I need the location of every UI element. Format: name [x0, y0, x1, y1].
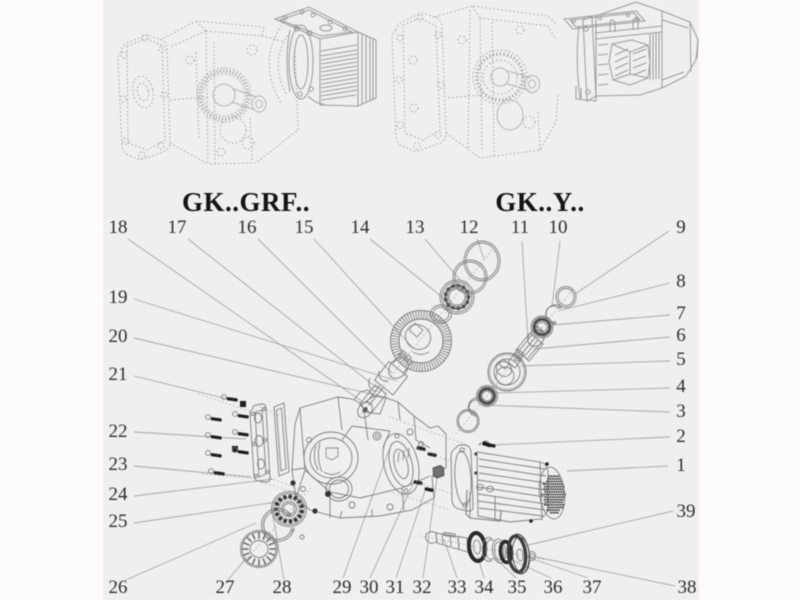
svg-text:31: 31	[386, 577, 405, 598]
svg-text:34: 34	[475, 577, 495, 598]
svg-text:3: 3	[676, 401, 686, 422]
svg-text:32: 32	[413, 577, 432, 598]
svg-text:16: 16	[238, 217, 257, 238]
svg-text:GK..Y..: GK..Y..	[495, 187, 585, 217]
svg-text:33: 33	[448, 577, 467, 598]
svg-text:2: 2	[676, 426, 686, 447]
svg-text:9: 9	[676, 217, 686, 238]
svg-text:14: 14	[351, 217, 371, 238]
svg-text:13: 13	[406, 217, 425, 238]
svg-text:36: 36	[544, 577, 563, 598]
svg-text:35: 35	[508, 577, 527, 598]
svg-text:25: 25	[109, 511, 128, 532]
svg-text:11: 11	[511, 217, 529, 238]
svg-text:27: 27	[216, 577, 235, 598]
svg-text:15: 15	[295, 217, 314, 238]
svg-text:6: 6	[676, 325, 686, 346]
svg-text:28: 28	[273, 577, 292, 598]
svg-text:24: 24	[109, 484, 129, 505]
svg-text:10: 10	[549, 217, 568, 238]
svg-text:19: 19	[109, 287, 128, 308]
svg-text:23: 23	[109, 454, 128, 475]
svg-text:17: 17	[168, 217, 187, 238]
svg-text:5: 5	[676, 349, 686, 370]
svg-text:22: 22	[109, 421, 128, 442]
svg-text:4: 4	[676, 376, 686, 397]
svg-text:7: 7	[676, 303, 686, 324]
svg-text:37: 37	[583, 577, 602, 598]
svg-text:38: 38	[678, 577, 697, 598]
svg-text:GK..GRF..: GK..GRF..	[182, 187, 310, 217]
svg-text:8: 8	[676, 271, 686, 292]
svg-text:1: 1	[676, 455, 686, 476]
svg-text:39: 39	[677, 501, 696, 522]
svg-text:30: 30	[360, 577, 379, 598]
svg-text:12: 12	[460, 217, 479, 238]
svg-text:26: 26	[109, 577, 128, 598]
svg-text:29: 29	[333, 577, 352, 598]
svg-text:21: 21	[109, 364, 128, 385]
svg-text:18: 18	[109, 217, 128, 238]
svg-text:20: 20	[109, 326, 128, 347]
